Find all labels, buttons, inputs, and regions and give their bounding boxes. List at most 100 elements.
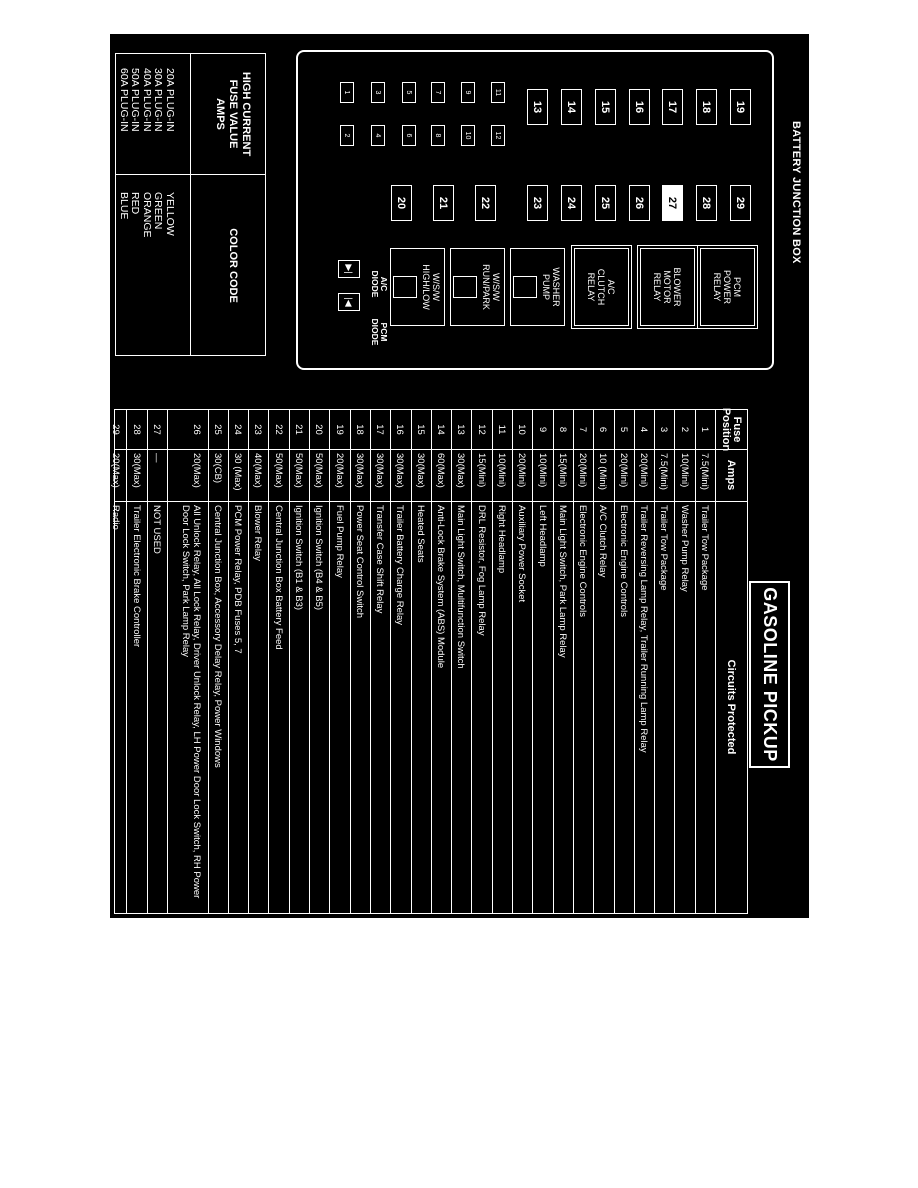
fuse-position: 6 [597, 426, 609, 433]
fuse-15: 15 [595, 89, 616, 125]
fuse-position: 13 [455, 424, 467, 435]
fuse-amps: 20(Mini) [577, 453, 589, 488]
relay-window [513, 276, 538, 298]
fuse-amps: 50(Max) [272, 453, 284, 488]
fuse-position: 5 [617, 426, 629, 433]
fuse-position: 7 [577, 426, 589, 433]
fuse-circuit: Electronic Engine Controls [617, 505, 629, 617]
fuse-circuit: Trailer Tow Package [658, 505, 670, 591]
fuse-amps: 20(Max) [333, 453, 345, 488]
fuse-17: 17 [662, 89, 683, 125]
legend-divider-vertical [116, 174, 265, 175]
legend-color-value: GREEN [152, 192, 165, 230]
fuse-amps: 20(Mini) [617, 453, 629, 488]
fuse-1: 1 [340, 82, 354, 103]
fuse-16: 16 [629, 89, 650, 125]
fuse-position: 11 [496, 424, 507, 435]
fuse-amps: 50(Max) [293, 453, 304, 488]
fuse-amps: 7.5(Mini) [699, 453, 710, 490]
legend-fuse-value: 30A PLUG-IN [152, 68, 165, 132]
fuse-11: 11 [491, 82, 505, 103]
table-row: 5 20(Mini) Electronic Engine Controls [613, 410, 633, 913]
fuse-amps: 20(Mini) [638, 453, 650, 488]
fuse-amps: 10(Mini) [536, 453, 548, 488]
fuse-position: 18 [353, 424, 365, 435]
fuse-circuit: Right Headlamp [496, 505, 507, 574]
fuse-circuit: Central Junction Box, Accessory Delay Re… [211, 505, 223, 768]
fuse-circuit: Power Seat Control Switch [353, 505, 365, 618]
fuse-27: 27 [662, 185, 683, 221]
fuse-position: 3 [658, 426, 670, 433]
fuse-10: 10 [461, 125, 475, 146]
fuse-circuit: Ignition Switch (B1 & B3) [293, 505, 304, 611]
fuse-position: 19 [333, 424, 345, 435]
fuse-29: 29 [730, 185, 751, 221]
fuse-23: 23 [527, 185, 548, 221]
fuse-14: 14 [561, 89, 582, 125]
fuse-amps: 10(Mini) [678, 453, 690, 488]
legend-color-value: YELLOW [164, 192, 176, 236]
fuse-position: 9 [536, 426, 548, 433]
fuse-circuit: DRL Resistor, Fog Lamp Relay [475, 505, 487, 636]
fuse-4: 4 [371, 125, 385, 146]
fuse-24: 24 [561, 185, 582, 221]
fuse-circuit: Left Headlamp [536, 505, 548, 567]
fuse-position: 27 [151, 424, 162, 435]
fuse-position: 8 [556, 426, 568, 433]
fuse-amps: 50(Max) [313, 453, 325, 488]
fuse-26: 26 [629, 185, 650, 221]
fuse-circuit: All Unlock Relay, All Lock Relay, Driver… [180, 505, 203, 899]
fuse-25: 25 [595, 185, 616, 221]
fuse-amps: 20(Max) [191, 453, 203, 488]
fuse-amps: 10(Mini) [496, 453, 507, 488]
legend-color-value: BLUE [118, 192, 130, 220]
fuse-position: 10 [516, 424, 528, 435]
fuse-18: 18 [696, 89, 717, 125]
fuse-5: 5 [402, 82, 416, 103]
legend-fuse-value: 40A PLUG-IN [141, 68, 153, 132]
relay-window [453, 276, 478, 298]
fuse-12: 12 [491, 125, 505, 146]
fuse-position: 17 [374, 424, 386, 435]
header-amps: Amps [725, 459, 738, 491]
junction-box-title: BATTERY JUNCTION BOX [790, 121, 802, 264]
fuse-circuit: Trailer Reversing Lamp Relay, Trailer Ru… [638, 505, 650, 753]
fuse-amps: 30(Max) [455, 453, 467, 488]
ac-diode: ▶| [338, 260, 360, 278]
fuse-position: 14 [435, 424, 447, 435]
fuse-7: 7 [431, 82, 445, 103]
header-circuits: Circuits Protected [725, 659, 738, 755]
fuse-circuit: Transfer Case Shift Relay [374, 505, 386, 614]
fuse-circuit: Auxiliary Power Socket [516, 505, 528, 603]
fuse-20: 20 [391, 185, 412, 221]
